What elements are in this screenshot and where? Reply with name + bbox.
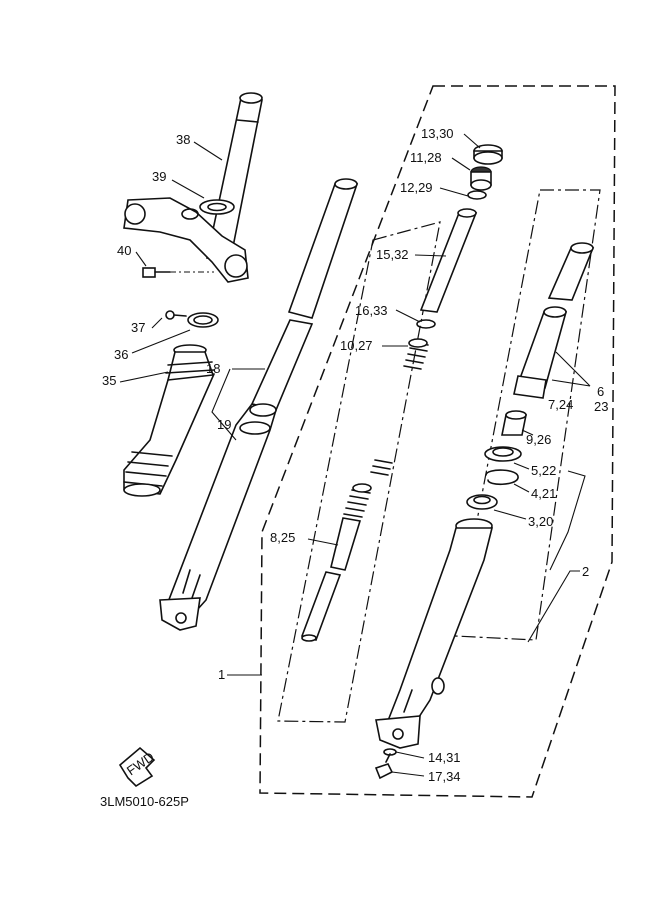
callout-40: 40 [117,243,131,258]
callout-10-27: 10,27 [340,338,373,353]
bracket-bolt-part [142,267,214,278]
under-bracket-part [123,197,249,283]
callout-12-29: 12,29 [400,180,433,195]
drain-bolt-17-part [374,753,394,780]
screw-37-part [165,310,187,320]
callout-7-24: 7,24 [548,397,573,412]
callout-35: 35 [102,373,116,388]
callout-14-31: 14,31 [428,750,461,765]
washer-16-part [416,319,436,329]
callout-17-34: 17,34 [428,769,461,784]
cap-bolt-13-part [473,144,503,165]
right-outer-tube-part [375,518,494,749]
o-ring-12-part [467,190,487,200]
callout-23: 23 [594,399,608,414]
callout-4-21: 4,21 [531,486,556,501]
callout-9-26: 9,26 [526,432,551,447]
bearing-ring-part [199,199,235,215]
callout-8-25: 8,25 [270,530,295,545]
leader-lines [119,133,591,777]
callout-11-28: 11,28 [410,150,442,165]
right-inner-tube-part [513,242,595,399]
callout-39: 39 [152,169,166,184]
callout-3-20: 3,20 [528,514,553,529]
drawing-code: 3LM5010-625P [100,794,189,809]
callout-5-22: 5,22 [531,463,556,478]
left-outer-tube-part [159,319,314,631]
fwd-arrow-icon: FWD [118,746,157,788]
callout-2: 2 [582,564,589,579]
callout-6: 6 [597,384,604,399]
callout-15-32: 15,32 [376,247,409,262]
callout-38: 38 [176,132,190,147]
damper-rod-8-part [300,483,372,642]
callout-19: 19 [217,417,231,432]
callout-36: 36 [114,347,128,362]
inner-cartridge-boundary [277,221,441,723]
assembly-1-boundary [259,85,616,798]
callout-16-33: 16,33 [355,303,388,318]
fork-spring-10-part [370,338,429,476]
circlip-4-part [485,469,519,486]
oil-seal-5-part [484,446,522,462]
spring-seat-11-part [470,166,492,191]
oil-seal-36-part [187,312,219,328]
spacer-15-part [419,208,478,313]
callout-13-30: 13,30 [421,126,454,141]
callout-37: 37 [131,320,145,335]
rubber-boot-part [123,344,215,497]
callout-18: 18 [206,361,220,376]
left-inner-tube-part [287,178,359,319]
washer-3-part [466,494,498,510]
callout-1: 1 [218,667,225,682]
bushing-9-part [501,410,527,436]
